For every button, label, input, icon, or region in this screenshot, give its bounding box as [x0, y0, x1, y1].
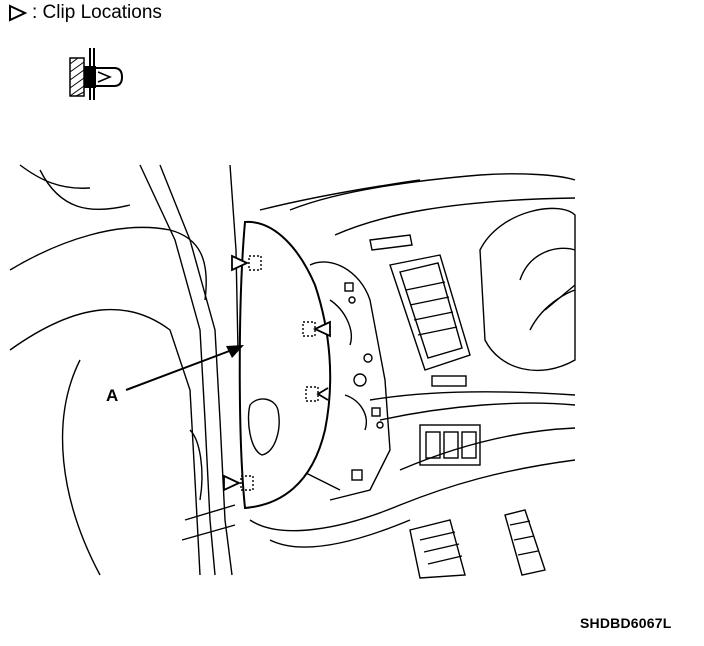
accelerator-pedal [504, 509, 546, 576]
reference-code: SHDBD6067L [580, 615, 672, 631]
brake-pedal [409, 519, 466, 579]
instrument-cluster [479, 207, 576, 372]
dashboard-top [289, 173, 576, 211]
dashboard-illustration [9, 164, 576, 579]
callout-arrowhead [226, 345, 244, 358]
center-vent [369, 234, 413, 251]
clip-triangle-icon [9, 4, 28, 22]
clip-legend: : Clip Locations [8, 2, 162, 24]
clip-marker-3 [305, 386, 329, 402]
switch-panel [419, 424, 481, 466]
clip-legend-label: : Clip Locations [32, 2, 162, 23]
callout-leader-line [125, 349, 233, 391]
clip-detail-icon [69, 48, 124, 100]
callout-label-a: A [106, 386, 119, 405]
door-frame-outline [9, 164, 207, 301]
clip-marker-2 [302, 320, 331, 338]
lower-cover-a [238, 220, 332, 510]
cover-access-hole [247, 398, 280, 456]
clip-marker-4 [223, 474, 254, 492]
clip-marker-1 [231, 254, 262, 272]
